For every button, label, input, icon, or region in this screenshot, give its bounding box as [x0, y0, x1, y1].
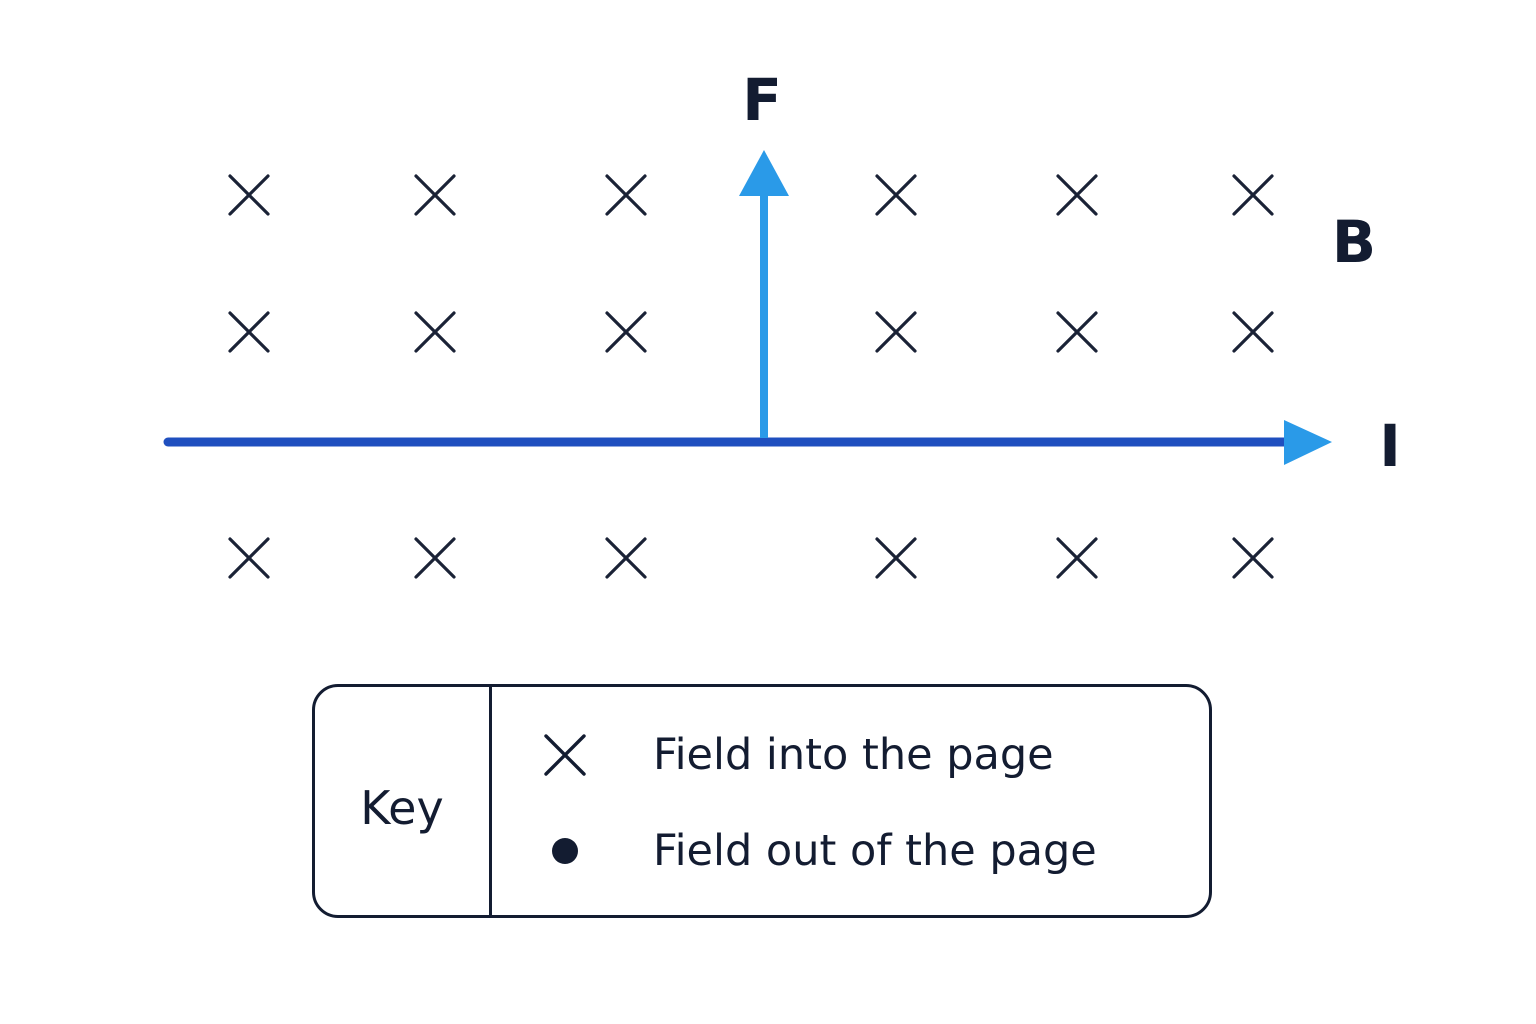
field-cross-icon — [1232, 311, 1274, 353]
field-cross-icon — [1056, 311, 1098, 353]
force-arrowhead-icon — [739, 150, 789, 196]
cross-icon — [525, 725, 605, 785]
field-cross-icon — [875, 311, 917, 353]
field-cross-icon — [605, 311, 647, 353]
field-cross-icon — [1232, 174, 1274, 216]
field-cross-icon — [1232, 537, 1274, 579]
field-cross-icon — [875, 174, 917, 216]
force-label: F — [742, 66, 782, 134]
field-cross-icon — [605, 174, 647, 216]
current-arrowhead-icon — [1284, 420, 1332, 465]
field-cross-icon — [228, 311, 270, 353]
field-cross-icon — [414, 174, 456, 216]
field-cross-icon — [414, 537, 456, 579]
field-cross-icon — [605, 537, 647, 579]
current-arrow — [163, 420, 1332, 465]
key-item-out-of-page: Field out of the page — [525, 821, 1097, 881]
key-item-into-page: Field into the page — [525, 725, 1054, 785]
key-title-cell: Key — [315, 687, 492, 915]
key-item-label: Field into the page — [653, 730, 1054, 780]
key-item-label: Field out of the page — [653, 826, 1097, 876]
key-legend: Key Field into the page Field out of the… — [312, 684, 1212, 918]
field-cross-icon — [1056, 537, 1098, 579]
field-cross-icon — [414, 311, 456, 353]
field-cross-icon — [228, 537, 270, 579]
field-cross-icon — [875, 537, 917, 579]
field-cross-icon — [1056, 174, 1098, 216]
field-crosses — [228, 174, 1274, 579]
force-arrow — [739, 150, 789, 438]
field-label: B — [1332, 208, 1376, 276]
field-cross-icon — [228, 174, 270, 216]
dot-icon — [525, 821, 605, 881]
key-title: Key — [360, 781, 444, 835]
current-label: I — [1379, 412, 1401, 480]
